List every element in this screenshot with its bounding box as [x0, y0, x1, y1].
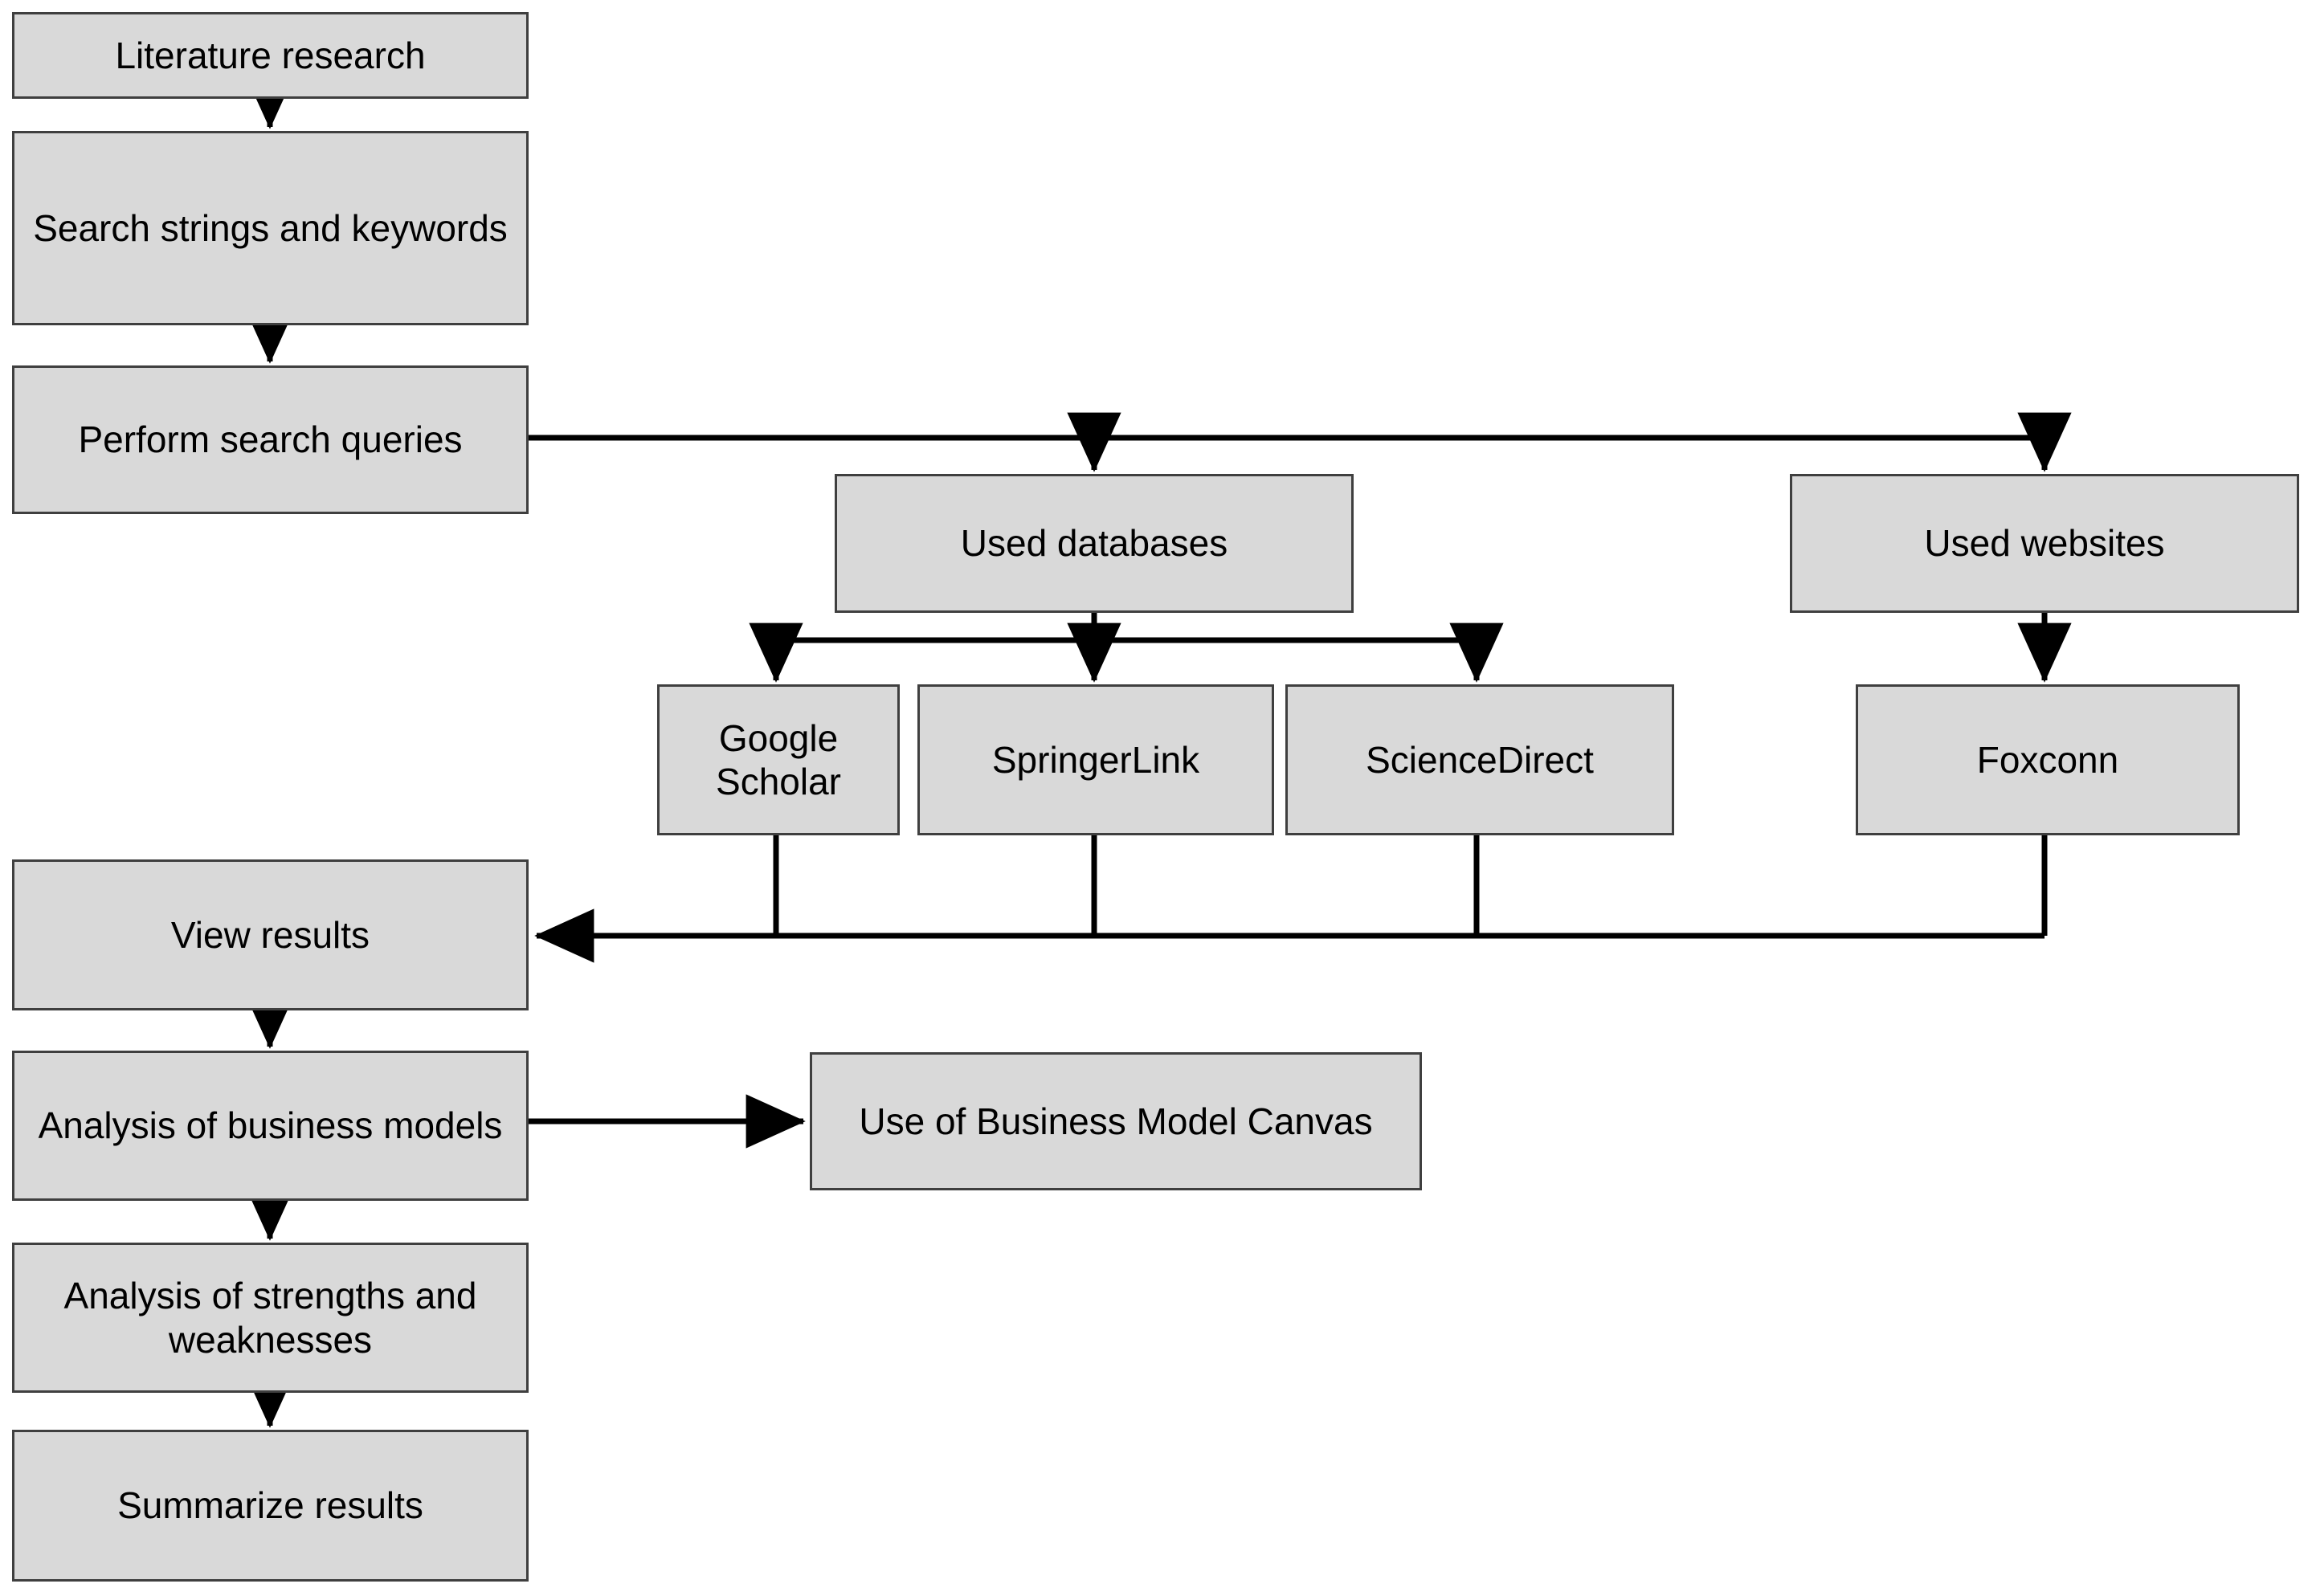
node-label: Summarize results — [117, 1484, 423, 1527]
node-sciencedirect[interactable]: ScienceDirect — [1285, 684, 1674, 835]
node-use-business-model-canvas[interactable]: Use of Business Model Canvas — [810, 1052, 1422, 1190]
node-label: Perform search queries — [78, 418, 463, 461]
node-analysis-business-models[interactable]: Analysis of business models — [12, 1051, 529, 1201]
node-used-databases[interactable]: Used databases — [835, 474, 1354, 613]
node-label: Google Scholar — [716, 716, 841, 802]
node-label: ScienceDirect — [1366, 738, 1594, 781]
node-analysis-strengths-weaknesses[interactable]: Analysis of strengths and weaknesses — [12, 1243, 529, 1393]
node-label: SpringerLink — [991, 738, 1200, 781]
node-springerlink[interactable]: SpringerLink — [917, 684, 1274, 835]
node-foxconn[interactable]: Foxconn — [1856, 684, 2240, 835]
node-summarize-results[interactable]: Summarize results — [12, 1430, 529, 1582]
node-label: Search strings and keywords — [33, 206, 508, 249]
node-search-strings-keywords[interactable]: Search strings and keywords — [12, 131, 529, 325]
node-label: Analysis of strengths and weaknesses — [63, 1275, 477, 1361]
node-perform-search-queries[interactable]: Perform search queries — [12, 365, 529, 514]
node-label: Used websites — [1924, 522, 2165, 565]
node-google-scholar[interactable]: Google Scholar — [657, 684, 900, 835]
node-label: Used databases — [960, 522, 1228, 565]
node-label: View results — [170, 913, 370, 956]
node-label: Foxconn — [1976, 738, 2119, 781]
node-literature-research[interactable]: Literature research — [12, 12, 529, 99]
node-view-results[interactable]: View results — [12, 859, 529, 1010]
node-label: Use of Business Model Canvas — [859, 1100, 1373, 1142]
node-used-websites[interactable]: Used websites — [1790, 474, 2299, 613]
node-label: Analysis of business models — [38, 1104, 503, 1147]
node-label: Literature research — [115, 34, 426, 76]
